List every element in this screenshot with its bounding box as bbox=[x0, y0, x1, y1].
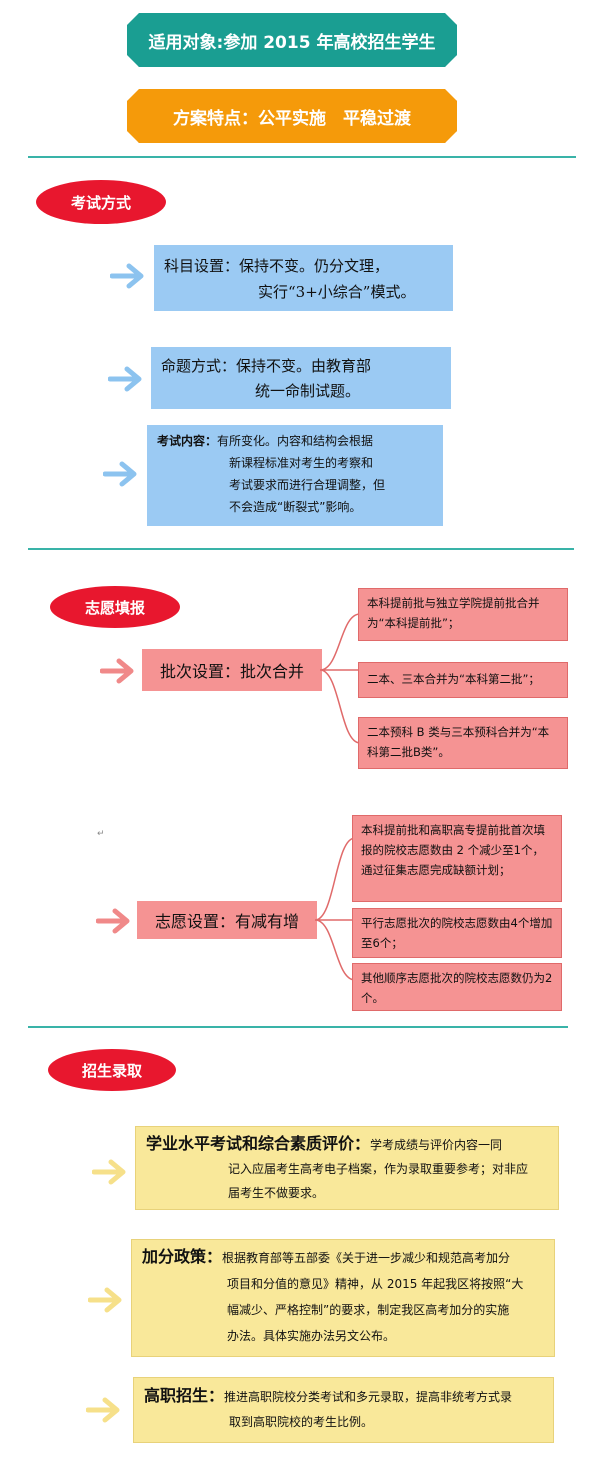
return-mark: ↵ bbox=[97, 829, 105, 839]
batch-label: 批次设置：批次合并 bbox=[159, 662, 304, 681]
section-title-exam: 考试方式 bbox=[36, 180, 166, 224]
arrow-right-icon bbox=[103, 461, 137, 487]
setting-item-3: 其他顺序志愿批次的院校志愿数仍为2个。 bbox=[352, 963, 562, 1011]
batch-connector bbox=[320, 613, 360, 744]
arrow-right-icon bbox=[96, 908, 130, 934]
setting-item-2: 平行志愿批次的院校志愿数由4个增加至6个； bbox=[352, 908, 562, 958]
academic-label: 学业水平考试和综合素质评价： bbox=[146, 1134, 371, 1153]
divider-2 bbox=[28, 548, 574, 550]
batch-item-3: 二本预科 B 类与三本预科合并为“本科第二批B类”。 bbox=[358, 717, 568, 769]
batch-box: 批次设置：批次合并 bbox=[142, 649, 322, 691]
arrow-right-icon bbox=[92, 1159, 126, 1185]
bonus-box: 加分政策：根据教育部等五部委《关于进一步减少和规范高考加分 项目和分值的意见》精… bbox=[131, 1239, 555, 1357]
divider-1 bbox=[28, 156, 576, 158]
vocational-box: 高职招生：推进高职院校分类考试和多元录取，提高非统考方式录 取到高职院校的考生比… bbox=[133, 1377, 554, 1443]
proposition-label: 命题方式： bbox=[161, 357, 237, 375]
academic-box: 学业水平考试和综合素质评价：学考成绩与评价内容一同 记入应届考生高考电子档案，作… bbox=[135, 1126, 559, 1210]
arrow-right-icon bbox=[88, 1287, 122, 1313]
proposition-box: 命题方式：保持不变。由教育部 统一命制试题。 bbox=[151, 347, 451, 409]
setting-connector bbox=[315, 837, 355, 981]
target-banner: 适用对象:参加 2015 年高校招生学生 bbox=[127, 13, 457, 67]
vocational-label: 高职招生： bbox=[144, 1386, 225, 1405]
batch-item-1: 本科提前批与独立学院提前批合并为“本科提前批”； bbox=[358, 588, 568, 641]
batch-item-2: 二本、三本合并为“本科第二批”； bbox=[358, 662, 568, 698]
divider-3 bbox=[28, 1026, 568, 1028]
features-text: 方案特点：公平实施 平稳过渡 bbox=[173, 108, 411, 129]
arrow-right-icon bbox=[110, 263, 144, 289]
arrow-right-icon bbox=[100, 658, 134, 684]
section-title-admission: 招生录取 bbox=[48, 1049, 176, 1091]
bonus-label: 加分政策： bbox=[142, 1247, 223, 1266]
target-text: 适用对象:参加 2015 年高校招生学生 bbox=[148, 32, 436, 53]
subjects-box: 科目设置：保持不变。仍分文理， 实行“3+小综合”模式。 bbox=[154, 245, 453, 311]
arrow-right-icon bbox=[108, 366, 142, 392]
features-banner: 方案特点：公平实施 平稳过渡 bbox=[127, 89, 457, 143]
section-title-volunteer: 志愿填报 bbox=[50, 586, 180, 628]
setting-label: 志愿设置：有减有增 bbox=[154, 912, 299, 931]
setting-item-1: 本科提前批和高职高专提前批首次填报的院校志愿数由 2 个减少至1个，通过征集志愿… bbox=[352, 815, 562, 902]
setting-box: 志愿设置：有减有增 bbox=[137, 901, 317, 939]
content-box: 考试内容：有所变化。内容和结构会根据 新课程标准对考生的考察和 考试要求而进行合… bbox=[147, 425, 443, 526]
content-label: 考试内容： bbox=[157, 434, 218, 448]
subjects-label: 科目设置： bbox=[164, 257, 240, 275]
arrow-right-icon bbox=[86, 1397, 120, 1423]
